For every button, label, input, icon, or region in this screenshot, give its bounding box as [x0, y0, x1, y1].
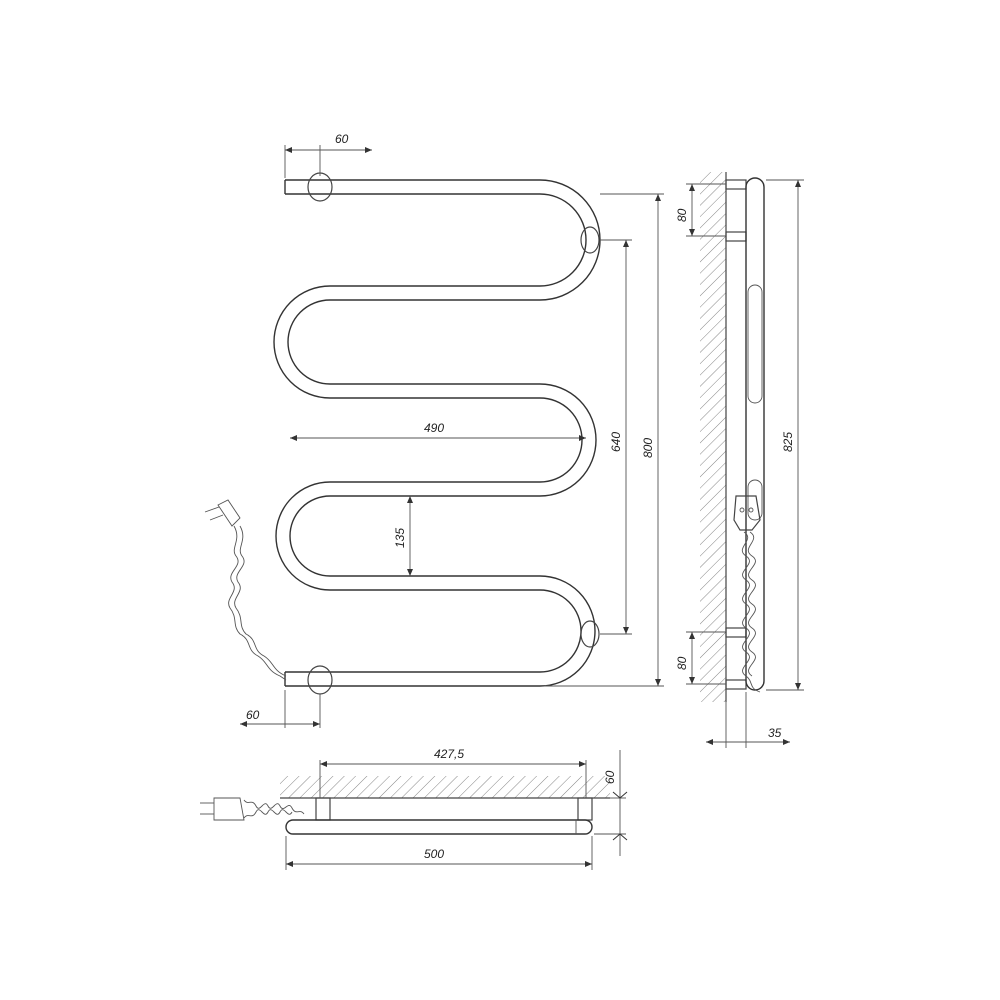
serpentine-tube-outer: [285, 179, 601, 687]
dim-height-825: 825: [766, 179, 804, 691]
plan-view: 427,5 60 500: [200, 747, 628, 870]
dim-depth: 35: [706, 692, 790, 748]
side-view: 80 80 825 35: [675, 172, 804, 748]
dim-width-label: 490: [424, 421, 444, 435]
dim-height-800-label: 800: [641, 438, 655, 458]
plan-tube: [285, 819, 593, 835]
dim-top-offset-label: 60: [335, 132, 349, 146]
dim-bottom-offset-label: 60: [246, 708, 260, 722]
dim-height-800: 800: [545, 193, 664, 687]
dim-top-offset: 60: [284, 132, 372, 178]
wall-hatch-side: [700, 172, 726, 702]
serpentine-tube-inner: [273, 193, 587, 673]
side-tube: [745, 177, 765, 691]
dim-pitch-label: 135: [393, 528, 407, 548]
dim-plan-427: 427,5: [319, 747, 587, 798]
wall-mount-top-right: [580, 226, 600, 254]
wall-mount-bottom-left: [307, 665, 333, 695]
power-cord-front: [204, 499, 287, 681]
dim-height-640-label: 640: [609, 432, 623, 452]
dim-plan-500-label: 500: [424, 847, 444, 861]
dim-plan-60: 60: [594, 750, 628, 856]
dim-side-bottom-label: 80: [675, 656, 689, 670]
wall-mount-bottom-right: [580, 620, 600, 648]
power-cord-plan: [200, 797, 305, 821]
dim-plan-427-label: 427,5: [434, 747, 464, 761]
dim-side-bottom: 80: [675, 631, 726, 685]
wall-hatch-plan: [280, 776, 610, 798]
dim-height-825-label: 825: [781, 432, 795, 452]
wall-mount-top-left: [307, 172, 333, 202]
dim-height-640: 640: [600, 239, 632, 635]
front-view: 60 60 490 135 640: [204, 132, 664, 728]
dim-plan-500: 500: [285, 836, 593, 870]
dim-side-top-label: 80: [675, 208, 689, 222]
dim-depth-label: 35: [768, 726, 782, 740]
dim-bottom-offset: 60: [240, 690, 321, 728]
dim-side-top: 80: [675, 183, 726, 237]
side-heating-element: [733, 495, 761, 693]
dim-pitch: 135: [393, 496, 413, 576]
dim-plan-60-label: 60: [603, 770, 617, 784]
dim-width: 490: [290, 421, 586, 441]
